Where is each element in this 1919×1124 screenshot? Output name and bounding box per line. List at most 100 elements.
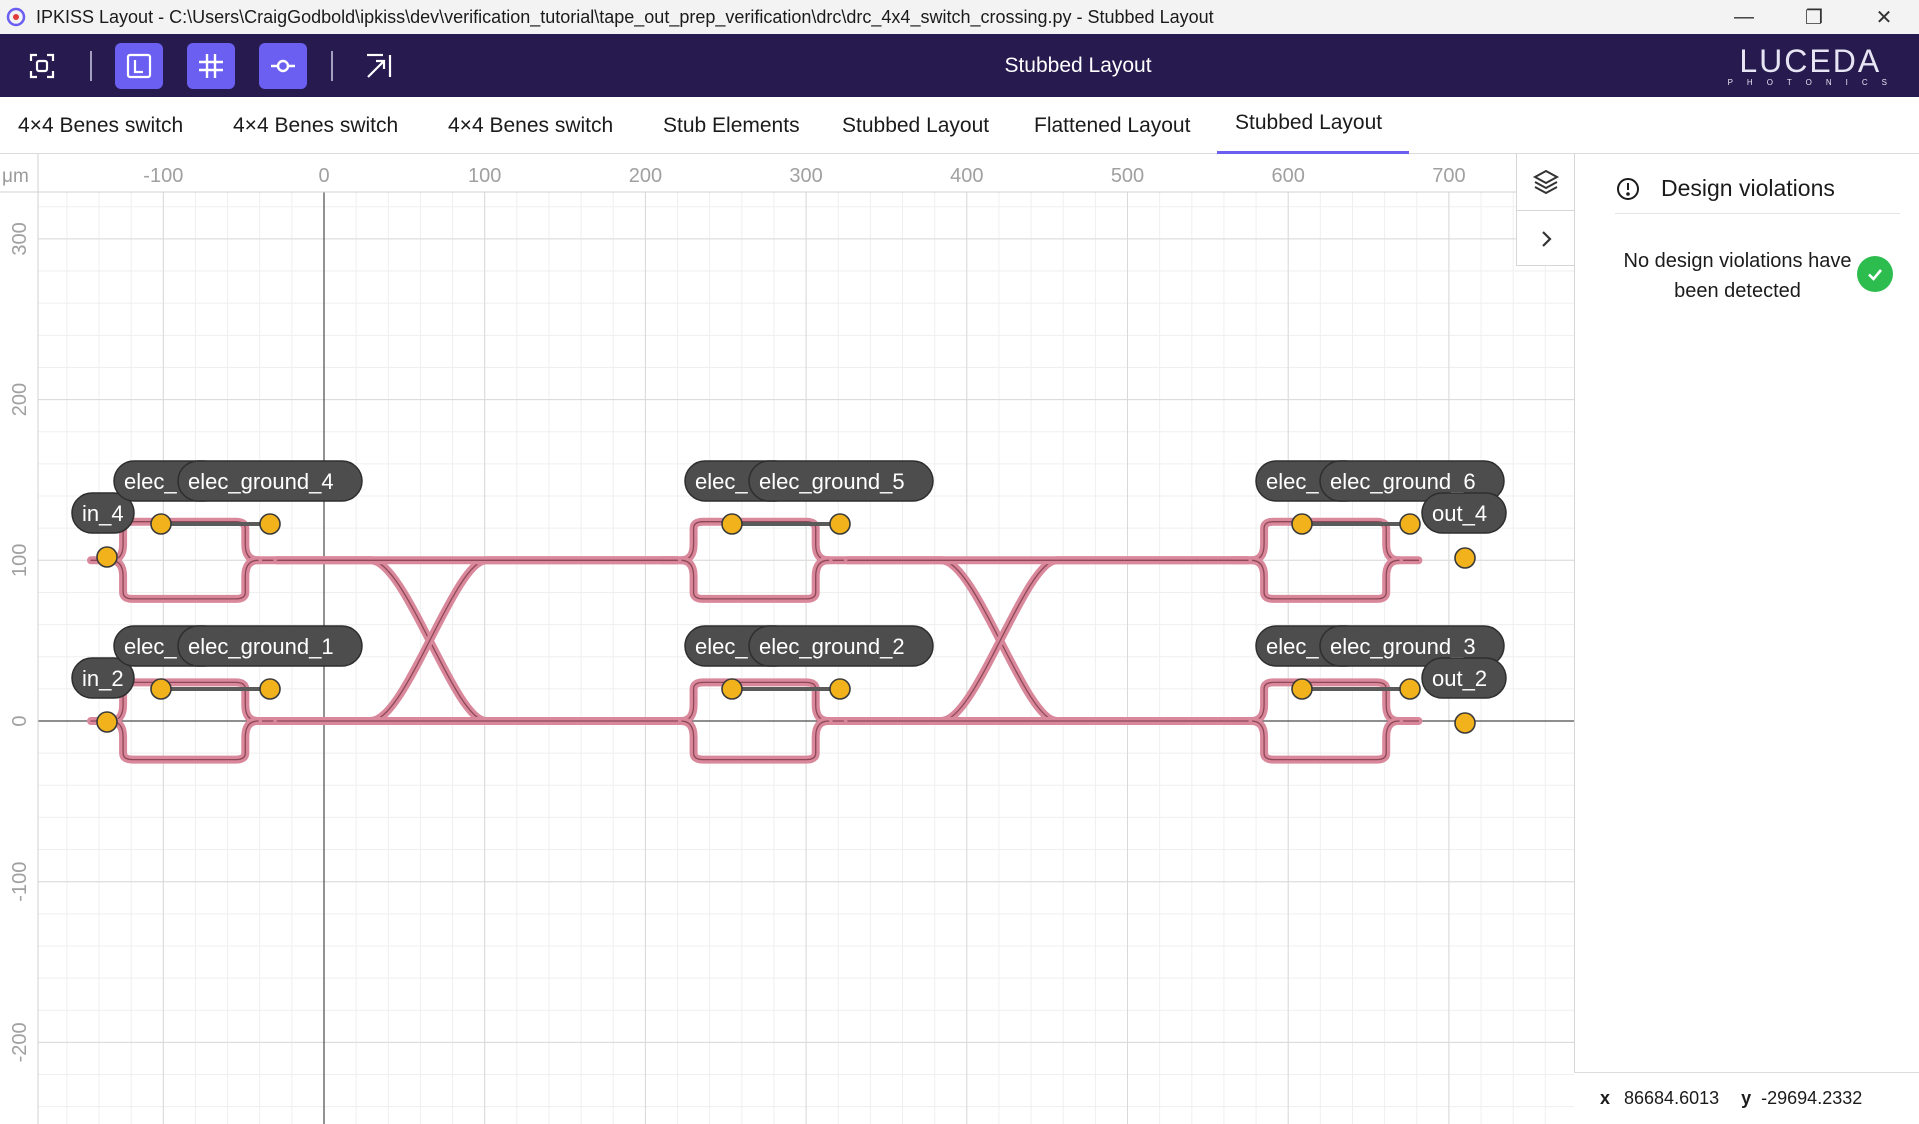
measure-button[interactable]	[355, 43, 403, 89]
label-elec-ground-6-bg	[1319, 460, 1505, 502]
label-elec-6-text: elec_	[1266, 469, 1319, 494]
x-ruler-tick-label: 200	[629, 165, 662, 187]
label-elec-2-text: elec_	[695, 634, 748, 659]
y-ruler-tick-label: 300	[9, 222, 31, 255]
port-in-2[interactable]	[96, 711, 118, 733]
label-in-2-text: in_2	[82, 666, 124, 691]
waveguides	[87, 517, 1423, 764]
label-elec-ground-2[interactable]: elec_ground_2	[748, 625, 934, 667]
luceda-logo: LUCEDA PHOTONICS	[1720, 44, 1901, 88]
label-elec-ground-6-text: elec_ground_6	[1330, 469, 1476, 494]
label-elec-5-text: elec_	[695, 469, 748, 494]
label-elec-ground-5-text: elec_ground_5	[759, 469, 905, 494]
layout-viewport[interactable]: in_4in_2elec_elec_ground_4elec_elec_grou…	[0, 154, 1574, 1124]
label-in-4-text: in_4	[82, 501, 124, 526]
label-elec-ground-4[interactable]: elec_ground_4	[177, 460, 363, 502]
label-elec-ground-1-bg	[177, 625, 363, 667]
electrode-port[interactable]	[721, 678, 743, 700]
toolbar-separator	[90, 51, 92, 81]
electrode-port[interactable]	[150, 678, 172, 700]
grid-toggle-button[interactable]	[187, 43, 235, 89]
electrode-port[interactable]	[829, 678, 851, 700]
port-out-4[interactable]	[1454, 547, 1476, 569]
tab-stub-elements[interactable]: Stub Elements	[663, 114, 800, 137]
tab-benes-switch-2[interactable]: 4×4 Benes switch	[233, 114, 399, 137]
tab-benes-switch-3[interactable]: 4×4 Benes switch	[448, 114, 614, 137]
app-icon	[6, 7, 26, 27]
electrode-port[interactable]	[1399, 513, 1421, 535]
y-ruler-tick-label: -200	[9, 1022, 31, 1062]
electrode-port[interactable]	[259, 678, 281, 700]
label-elec-ground-2-bg	[748, 625, 934, 667]
y-label: y	[1741, 1088, 1752, 1108]
tab-flattened-layout[interactable]: Flattened Layout	[1034, 114, 1191, 137]
label-in-4[interactable]: in_4	[71, 492, 135, 534]
label-elec-ground-5-bg	[748, 460, 934, 502]
label-elec-ground-6[interactable]: elec_ground_6	[1319, 460, 1505, 502]
ports-toggle-button[interactable]	[259, 43, 307, 89]
toolbar-separator	[331, 51, 333, 81]
close-button[interactable]: ✕	[1875, 6, 1893, 29]
alert-circle-icon	[1617, 177, 1639, 200]
port-icon	[271, 59, 295, 73]
electrode-port[interactable]	[721, 513, 743, 535]
layers-button[interactable]	[1517, 154, 1575, 210]
fit-view-button[interactable]	[18, 43, 66, 89]
x-ruler-tick-label: 300	[789, 165, 822, 187]
label-elec-ground-1-text: elec_ground_1	[188, 634, 334, 659]
label-elec-ground-4-text: elec_ground_4	[188, 469, 334, 494]
electrode-port[interactable]	[1291, 678, 1313, 700]
expand-panel-button[interactable]	[1517, 210, 1575, 266]
y-ruler-tick-label: 100	[9, 544, 31, 577]
label-elec-1-text: elec_	[124, 634, 177, 659]
design-violations-panel: Design violations No design violations h…	[1574, 154, 1919, 1124]
mzi-top-1-upper-arm-core	[660, 521, 849, 561]
mzi-top-1-lower-arm-core	[680, 559, 830, 600]
x-label: x	[1600, 1088, 1611, 1108]
label-elec-ground-2-text: elec_ground_2	[759, 634, 905, 659]
x-ruler-tick-label: 600	[1272, 165, 1305, 187]
label-out-4[interactable]: out_4	[1421, 492, 1507, 534]
ports	[96, 513, 1476, 734]
x-ruler-tick-label: 500	[1111, 165, 1144, 187]
violations-message: No design violations have been detected	[1623, 250, 1852, 302]
label-out-2-text: out_2	[1432, 666, 1487, 691]
tab-benes-switch-1[interactable]: 4×4 Benes switch	[18, 114, 184, 137]
y-ruler-tick-label: -100	[9, 862, 31, 902]
mzi-top-2-upper-arm-core	[1231, 521, 1420, 561]
label-elec-ground-1[interactable]: elec_ground_1	[177, 625, 363, 667]
electrode-port[interactable]	[1399, 678, 1421, 700]
restore-button[interactable]: ❐	[1805, 6, 1823, 29]
label-out-2[interactable]: out_2	[1421, 657, 1507, 699]
mzi-bottom-1-upper-arm-core	[660, 681, 849, 722]
port-in-4[interactable]	[96, 546, 118, 568]
label-elec-ground-3-bg	[1319, 625, 1505, 667]
fit-view-icon	[29, 53, 55, 79]
port-out-2[interactable]	[1454, 712, 1476, 734]
mzi-top-0-lower-arm-core	[109, 559, 259, 600]
tab-stubbed-layout[interactable]: Stubbed Layout	[842, 114, 990, 137]
tab-stubbed-layout-active[interactable]: Stubbed Layout	[1217, 97, 1409, 154]
window-title: IPKISS Layout - C:\Users\CraigGodbold\ip…	[36, 6, 1214, 27]
label-out-4-text: out_4	[1432, 501, 1487, 526]
electrode-port[interactable]	[1291, 513, 1313, 535]
layer-labels-button[interactable]	[115, 43, 163, 89]
panel-header: Design violations	[1615, 170, 1900, 214]
minimize-button[interactable]: —	[1734, 5, 1754, 28]
electrode-port[interactable]	[829, 513, 851, 535]
check-circle-icon	[1857, 256, 1893, 292]
logo-wordmark: LUCEDA	[1739, 43, 1882, 79]
y-ruler-tick-label: 200	[9, 383, 31, 416]
label-elec-ground-5[interactable]: elec_ground_5	[748, 460, 934, 502]
electrode-port[interactable]	[259, 513, 281, 535]
electrode-port[interactable]	[150, 513, 172, 535]
panel-title: Design violations	[1661, 175, 1835, 201]
view-side-tools	[1516, 154, 1575, 266]
label-icon	[126, 53, 152, 79]
document-tabs: 4×4 Benes switch 4×4 Benes switch 4×4 Be…	[0, 97, 1919, 154]
measure-icon	[367, 53, 392, 78]
label-elec-ground-3[interactable]: elec_ground_3	[1319, 625, 1505, 667]
label-in-2[interactable]: in_2	[71, 657, 135, 699]
